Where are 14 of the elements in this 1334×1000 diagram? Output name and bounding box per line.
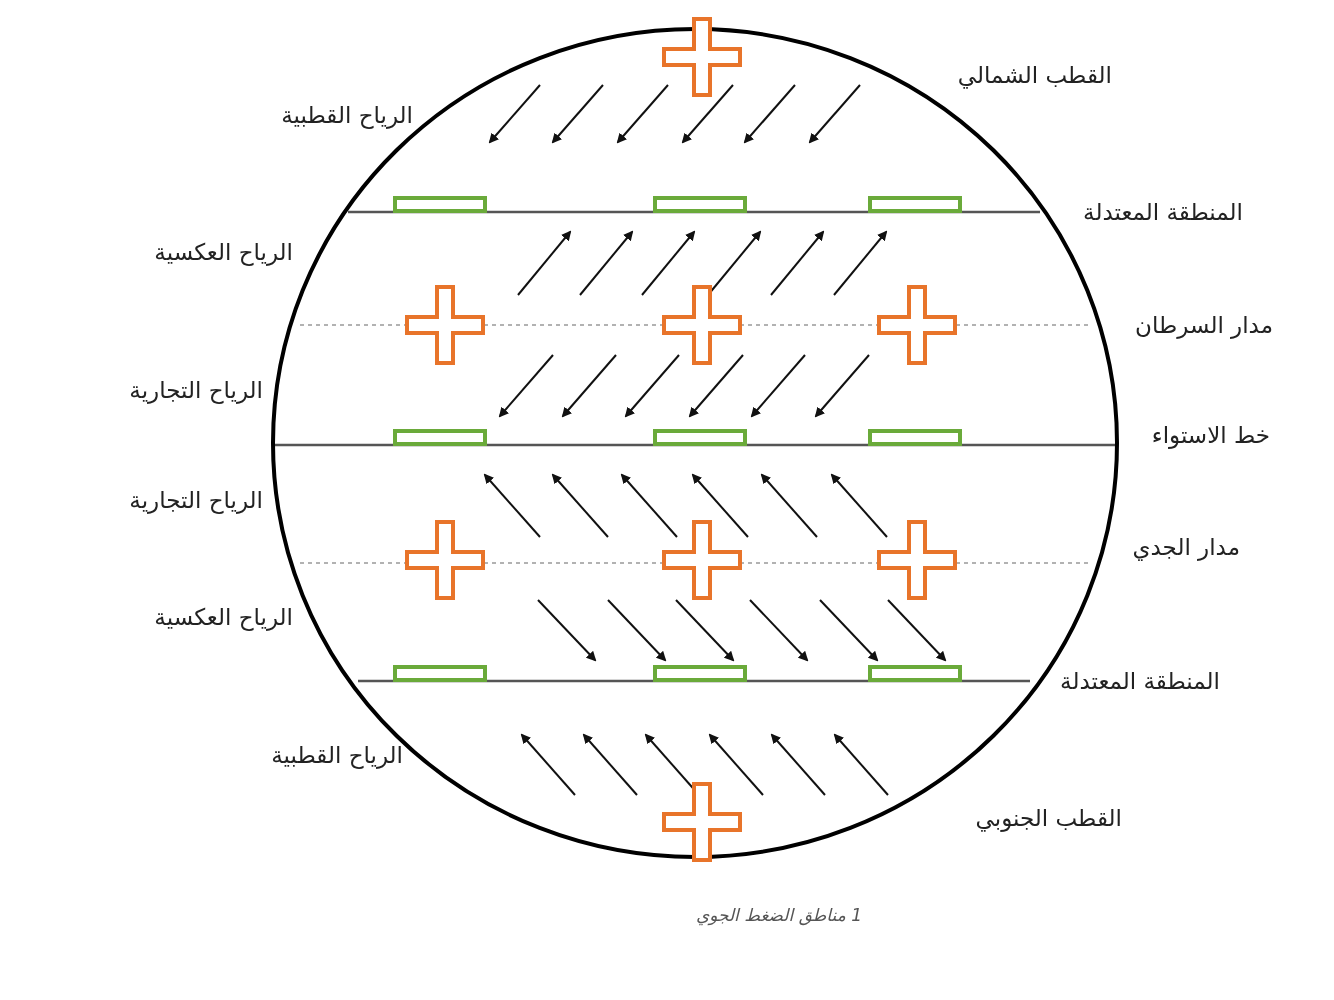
wind-label: الرياح القطبية — [271, 741, 403, 770]
wind-label: الرياح القطبية — [281, 101, 413, 130]
pole-label: القطب الشمالي — [957, 61, 1112, 90]
latitude-label: مدار الجدي — [1132, 533, 1240, 562]
figure-caption: 1 مناطق الضغط الجوي — [695, 905, 862, 925]
latitude-label: خط الاستواء — [1151, 421, 1270, 450]
latitude-label: المنطقة المعتدلة — [1060, 667, 1220, 696]
wind-label: الرياح التجارية — [129, 486, 263, 515]
wind-label: الرياح العكسية — [154, 603, 293, 632]
pole-label: القطب الجنوبي — [975, 804, 1122, 833]
wind-label: الرياح العكسية — [154, 238, 293, 267]
wind-label: الرياح التجارية — [129, 376, 263, 405]
latitude-label: مدار السرطان — [1135, 311, 1273, 340]
latitude-label: المنطقة المعتدلة — [1083, 198, 1243, 227]
